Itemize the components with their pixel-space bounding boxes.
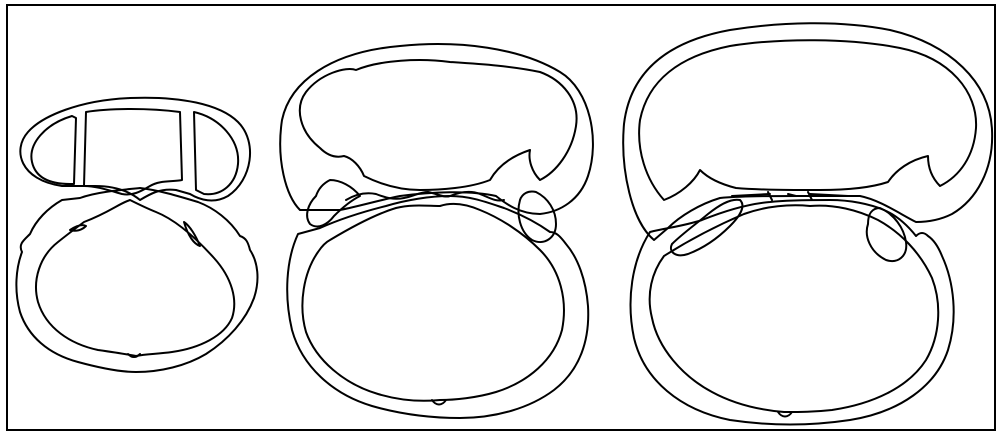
middle-upper-outer-wall [280,44,593,214]
left-upper-outer-wall [20,98,250,201]
left-lower-small-slit-b [184,222,200,246]
middle-lower-outer-wall [287,196,588,418]
right-upper-inner-wall [639,40,976,200]
middle-top-scallops [346,192,504,201]
middle-left-lobe [307,180,360,226]
right-upper-outer-wall [623,23,992,240]
left-lower-small-slit-a [70,225,86,231]
figure-frame [7,5,995,430]
right-left-lobe [671,200,742,256]
left-lower-inner-wall [36,200,234,356]
left-upper-inner-right [194,112,238,194]
left-upper-inner-center [84,109,182,195]
panel-right [623,23,992,424]
right-lower-outer-wall [631,200,954,425]
middle-upper-inner-wall [300,60,577,190]
right-lower-inner-wall [650,205,939,412]
left-lower-outer-wall [16,188,257,372]
panel-left [16,98,257,372]
panel-middle [280,44,593,418]
left-upper-inner-left [31,116,76,184]
